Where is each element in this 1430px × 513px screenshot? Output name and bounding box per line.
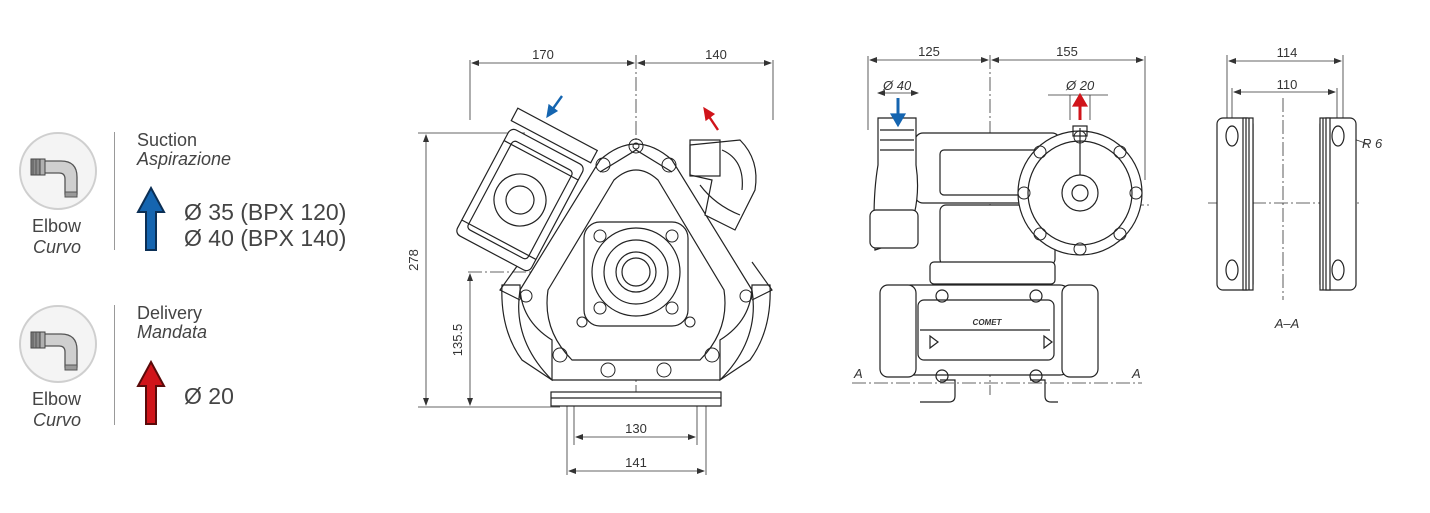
bolt-heads	[519, 138, 753, 378]
side-dim-suction: Ø 40	[882, 78, 912, 93]
side-dim-delivery: Ø 20	[1065, 78, 1095, 93]
elbow-icon-delivery	[19, 305, 97, 383]
front-dim-278: 278	[406, 249, 421, 271]
section-mark-right: A	[1131, 366, 1141, 381]
side-dim-155: 155	[1056, 44, 1078, 59]
side-logo: COMET	[973, 318, 1003, 327]
wheel-bolts	[1017, 130, 1143, 256]
legend-divider	[114, 305, 115, 425]
front-view	[418, 55, 774, 475]
elbow-label-it-suction: Curvo	[33, 237, 82, 257]
section-dim-114: 114	[1277, 45, 1298, 60]
front-dim-140: 140	[705, 47, 727, 62]
section-labels: 114 110 R 6 A–A	[1274, 45, 1383, 331]
section-radius: R 6	[1362, 136, 1383, 151]
delivery-title-it: Mandata	[137, 322, 208, 342]
elbow-icon-suction	[19, 132, 97, 210]
side-view	[852, 55, 1150, 403]
elbow-fitting-icon	[30, 331, 78, 371]
side-dim-125: 125	[918, 44, 940, 59]
section-caption: A–A	[1274, 316, 1300, 331]
suction-diameter-1: Ø 35 (BPX 120)	[184, 199, 347, 225]
elbow-fitting-icon	[30, 158, 78, 198]
front-dim-135-5: 135.5	[450, 324, 465, 357]
suction-title: Suction	[137, 130, 198, 150]
front-dim-130: 130	[625, 421, 647, 436]
side-labels: 125 155 Ø 40 Ø 20 A A COMET	[853, 44, 1141, 381]
section-mark-left: A	[853, 366, 863, 381]
suction-title-it: Aspirazione	[137, 149, 232, 169]
legend-divider	[114, 132, 115, 250]
delivery-title: Delivery	[137, 303, 203, 323]
delivery-diameter: Ø 20	[184, 383, 234, 409]
suction-diameter-2: Ø 40 (BPX 140)	[184, 225, 347, 251]
front-dim-141: 141	[625, 455, 647, 470]
delivery-arrow-icon	[136, 360, 166, 425]
elbow-label-suction: Elbow	[32, 216, 82, 236]
front-right-elbow	[689, 139, 757, 231]
elbow-label-delivery: Elbow	[32, 389, 82, 409]
front-left-head	[456, 107, 599, 272]
front-labels: 170 140 278 135.5 130 141	[406, 47, 727, 470]
suction-arrow-icon	[136, 186, 166, 251]
section-dim-110: 110	[1277, 77, 1298, 92]
side-dimensions	[852, 55, 1150, 395]
front-dim-170: 170	[532, 47, 554, 62]
elbow-label-it-delivery: Curvo	[33, 410, 82, 430]
section-view	[1208, 55, 1369, 300]
